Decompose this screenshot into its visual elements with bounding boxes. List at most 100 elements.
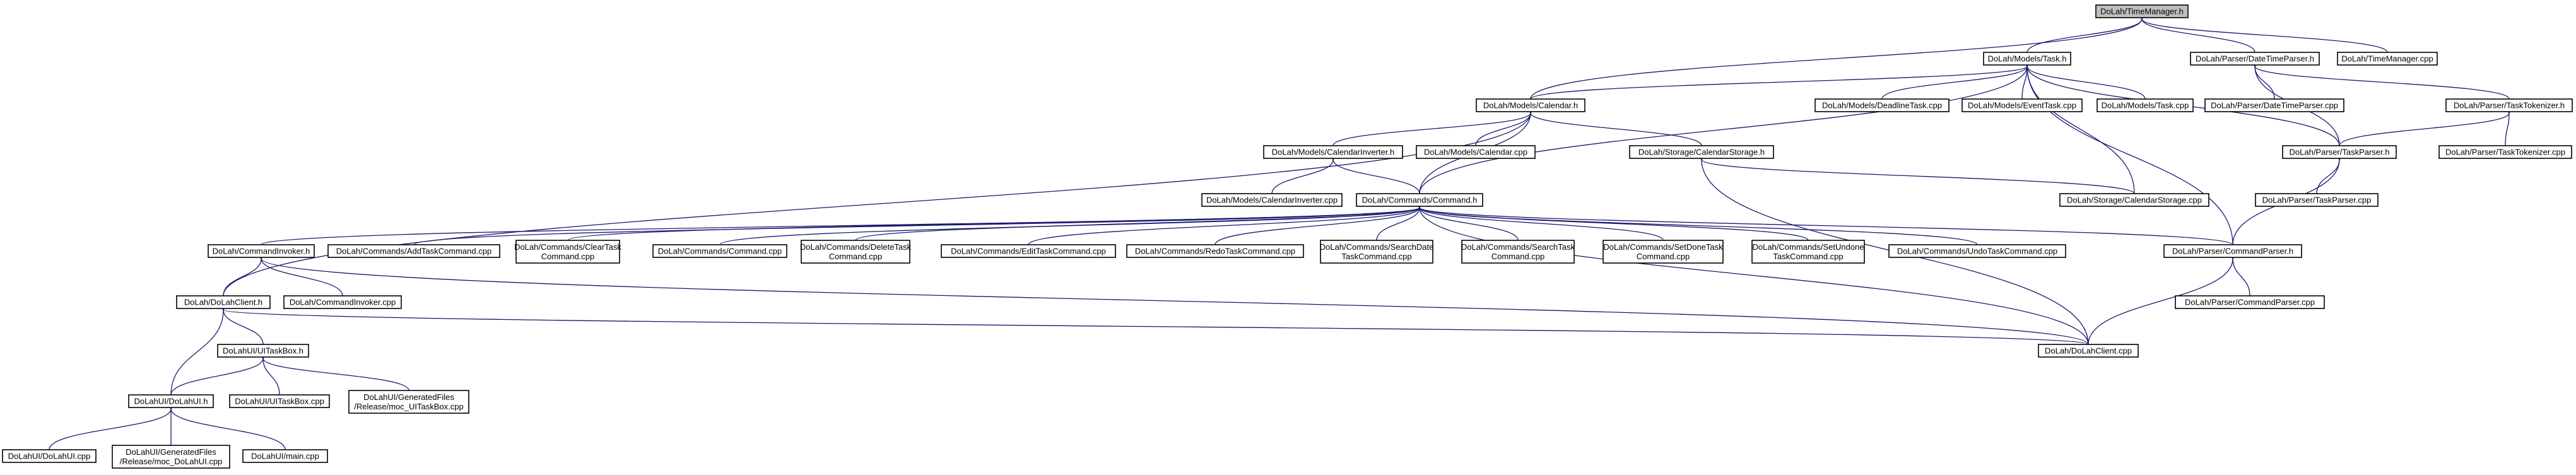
node-ui_h[interactable]: DoLahUI/DoLahUI.h xyxy=(128,394,214,408)
node-cinv_cpp[interactable]: DoLah/CommandInvoker.cpp xyxy=(283,295,402,309)
node-label: DoLah/Parser/TaskTokenizer.cpp xyxy=(2445,148,2565,157)
edge-ui_h-includes-client_h xyxy=(170,303,227,396)
edge-cal_h-includes-task_h xyxy=(1530,59,2031,100)
node-dtp_h[interactable]: DoLah/Parser/DateTimeParser.h xyxy=(2190,52,2320,66)
edge-redo_cpp-includes-cmd_h xyxy=(1214,201,1423,245)
node-uitb_cpp[interactable]: DoLahUI/UITaskBox.cpp xyxy=(229,394,330,408)
node-label: DoLah/TimeManager.cpp xyxy=(2341,54,2433,64)
node-tt_cpp[interactable]: DoLah/Parser/TaskTokenizer.cpp xyxy=(2438,145,2572,159)
node-box xyxy=(176,295,271,309)
node-label: DoLah/DoLahClient.cpp xyxy=(2045,346,2132,356)
node-box xyxy=(2038,344,2139,358)
node-label: DoLah/Commands/Command.h xyxy=(1362,196,1478,205)
node-label: DoLah/Models/Calendar.cpp xyxy=(1424,148,1527,157)
node-box xyxy=(2445,98,2573,112)
node-cmd_h[interactable]: DoLah/Commands/Command.h xyxy=(1356,193,1483,207)
node-cinv_h[interactable]: DoLah/CommandInvoker.h xyxy=(208,244,315,258)
node-dtp_cpp[interactable]: DoLah/Parser/DateTimeParser.cpp xyxy=(2204,98,2344,112)
node-tp_cpp[interactable]: DoLah/Parser/TaskParser.cpp xyxy=(2255,193,2379,207)
node-cs_cpp[interactable]: DoLah/Storage/CalendarStorage.cpp xyxy=(2059,193,2209,207)
edge-cinv_cpp-includes-cinv_h xyxy=(257,252,343,296)
node-label: DoLah/Commands/SetUndone xyxy=(1752,242,1864,252)
edge-tt_cpp-includes-tt_h xyxy=(2505,106,2513,146)
edge-cp_cpp-includes-cp_h xyxy=(2229,252,2250,296)
node-client_h[interactable]: DoLah/DoLahClient.h xyxy=(176,295,271,309)
node-label: DoLah/Models/CalendarInverter.h xyxy=(1272,148,1394,157)
node-ci_cpp[interactable]: DoLah/Models/CalendarInverter.cpp xyxy=(1201,193,1343,207)
node-moc_ui[interactable]: DoLahUI/GeneratedFiles/Release/moc_DoLah… xyxy=(112,445,230,469)
node-cal_cpp[interactable]: DoLah/Models/Calendar.cpp xyxy=(1416,145,1536,159)
node-uimain_cpp[interactable]: DoLahUI/main.cpp xyxy=(242,449,328,463)
node-add_cpp[interactable]: DoLah/Commands/AddTaskCommand.cpp xyxy=(327,244,500,258)
edge-stask_cpp-includes-cmd_h xyxy=(1416,201,1519,241)
edge-cs_cpp-includes-cs_h xyxy=(1698,153,2135,194)
edge-cal_h-includes-tm_h xyxy=(1530,12,2146,100)
edge-cs_cpp-includes-task_h xyxy=(2023,59,2135,194)
node-tt_h[interactable]: DoLah/Parser/TaskTokenizer.h xyxy=(2445,98,2573,112)
node-label: DoLah/Models/Calendar.h xyxy=(1483,101,1578,110)
edge-ui_h-includes-uitb_h xyxy=(170,351,267,396)
edge-dtp_h-includes-tm_h xyxy=(2138,12,2255,53)
node-undo_cpp[interactable]: DoLah/Commands/UndoTaskCommand.cpp xyxy=(1888,244,2066,258)
edge-cinv_h-includes-cmd_h xyxy=(261,201,1423,245)
node-command_cpp[interactable]: DoLah/Commands/Command.cpp xyxy=(652,244,787,258)
node-box xyxy=(2282,145,2397,159)
node-label: DoLah/Parser/CommandParser.h xyxy=(2172,247,2293,256)
edge-tt_h-includes-dtp_h xyxy=(2251,59,2510,100)
edge-task_h-includes-tm_h xyxy=(2026,12,2146,53)
node-moc_uitb[interactable]: DoLahUI/GeneratedFiles/Release/moc_UITas… xyxy=(348,390,469,414)
node-ci_h[interactable]: DoLah/Models/CalendarInverter.h xyxy=(1263,145,1403,159)
node-box xyxy=(2097,98,2194,112)
node-box xyxy=(327,244,500,258)
edge-tp_cpp-includes-tp_h xyxy=(2316,153,2343,194)
node-edit_cpp[interactable]: DoLah/Commands/EditTaskCommand.cpp xyxy=(941,244,1116,258)
node-label: Command.cpp xyxy=(829,252,883,261)
edge-uitb_h-includes-client_h xyxy=(220,303,264,345)
edge-undo_cpp-includes-cmd_h xyxy=(1416,201,1978,245)
edge-event_cpp-includes-task_h xyxy=(2021,59,2031,100)
node-cp_cpp[interactable]: DoLah/Parser/CommandParser.cpp xyxy=(2175,295,2325,309)
node-task_h[interactable]: DoLah/Models/Task.h xyxy=(1983,52,2071,66)
node-label: DoLahUI/main.cpp xyxy=(251,452,319,461)
node-label: DoLahUI/UITaskBox.cpp xyxy=(235,397,324,406)
edge-cmd_h-includes-ci_h xyxy=(1329,153,1420,194)
node-label: DoLah/Commands/SetDoneTask xyxy=(1603,242,1723,252)
node-label: DoLah/TimeManager.h xyxy=(2100,7,2184,16)
node-ui_cpp[interactable]: DoLahUI/DoLahUI.cpp xyxy=(2,449,97,463)
node-uitb_h[interactable]: DoLahUI/UITaskBox.h xyxy=(217,344,309,358)
node-label: DoLahUI/GeneratedFiles xyxy=(363,392,454,402)
node-label: TaskCommand.cpp xyxy=(1341,252,1411,261)
edge-uimain_cpp-includes-ui_h xyxy=(167,402,286,450)
node-deadline_cpp[interactable]: DoLah/Models/DeadlineTask.cpp xyxy=(1814,98,1950,112)
edge-client_cpp-includes-client_h xyxy=(219,303,2089,345)
node-label: DoLahUI/DoLahUI.h xyxy=(134,397,208,406)
edge-deadline_cpp-includes-task_h xyxy=(1881,59,2031,100)
node-cp_h[interactable]: DoLah/Parser/CommandParser.h xyxy=(2163,244,2302,258)
node-label: /Release/moc_DoLahUI.cpp xyxy=(120,457,223,466)
node-box xyxy=(242,449,328,463)
node-tm_cpp[interactable]: DoLah/TimeManager.cpp xyxy=(2337,52,2438,66)
node-box xyxy=(283,295,402,309)
node-client_cpp[interactable]: DoLah/DoLahClient.cpp xyxy=(2038,344,2139,358)
node-event_cpp[interactable]: DoLah/Models/EventTask.cpp xyxy=(1961,98,2083,112)
node-cal_h[interactable]: DoLah/Models/Calendar.h xyxy=(1476,98,1585,112)
node-box xyxy=(1126,244,1304,258)
node-tp_h[interactable]: DoLah/Parser/TaskParser.h xyxy=(2282,145,2397,159)
node-label: Command.cpp xyxy=(541,252,595,261)
node-task_cpp[interactable]: DoLah/Models/Task.cpp xyxy=(2097,98,2194,112)
node-redo_cpp[interactable]: DoLah/Commands/RedoTaskCommand.cpp xyxy=(1126,244,1304,258)
node-cs_h[interactable]: DoLah/Storage/CalendarStorage.h xyxy=(1629,145,1774,159)
node-box xyxy=(1461,240,1575,264)
edge-ui_cpp-includes-ui_h xyxy=(49,402,175,450)
node-box xyxy=(2059,193,2209,207)
node-tm_h[interactable]: DoLah/TimeManager.h xyxy=(2095,4,2189,18)
node-box xyxy=(2163,244,2302,258)
